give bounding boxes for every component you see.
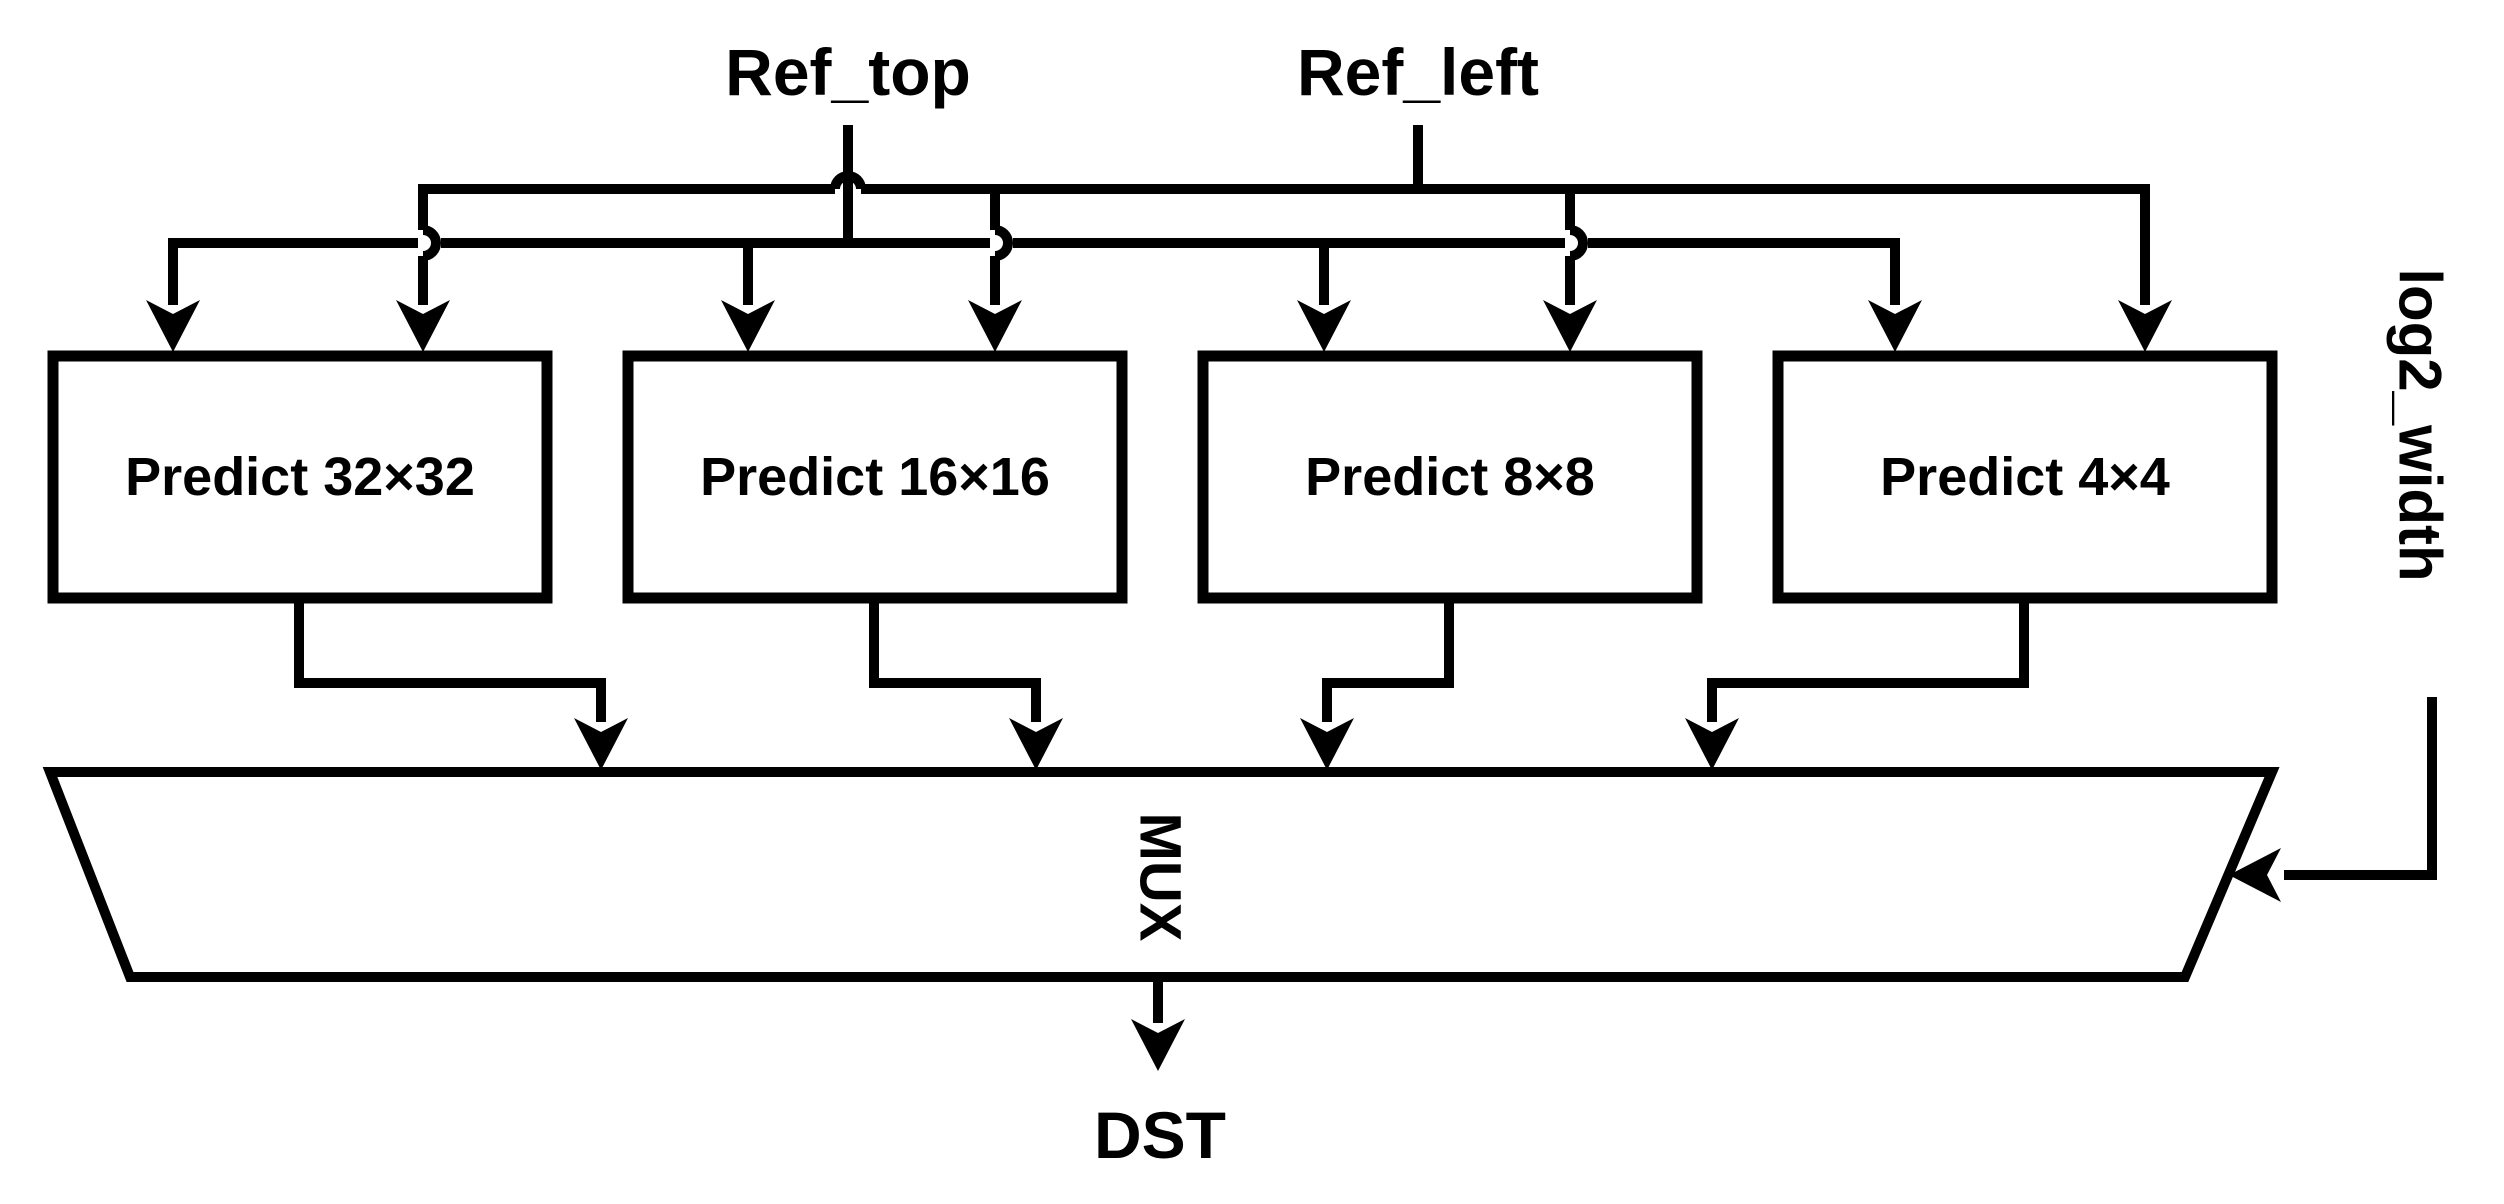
mux-label: MUX [1128,813,1193,942]
hop-arc-x1570 [1569,225,1588,261]
arrow-mux-input-4 [1685,718,1739,770]
arrow-into-block2-right [968,300,1022,352]
mux-shape [42,767,2280,982]
ref-left-label: Ref_left [1297,35,1539,109]
upper-bus-hop-arc [830,171,866,190]
arrow-into-block3-right [1543,300,1597,352]
arrow-into-block4-right [2118,300,2172,352]
arrow-mux-input-3 [1300,718,1354,770]
upper-bus-right [861,184,2150,305]
arrow-mux-input-2 [1009,718,1063,770]
predict-32x32-label: Predict 32×32 [125,447,475,507]
predict-32x32-block [47,350,553,604]
arrow-into-block1-right [396,300,450,352]
upper-bus-left [418,184,835,230]
dst-label: DST [1094,1098,1226,1172]
arrowheads [146,300,2281,1071]
arrow-into-block2-left [721,300,775,352]
predict-16x16-block [622,350,1128,604]
hop-arc-x995 [994,225,1013,261]
arrow-dst-output [1131,1019,1185,1071]
log2-width-wire [2284,697,2437,880]
block2-output-wire [869,596,1041,722]
block1-output-wire [294,596,606,722]
arrow-into-block4-left [1868,300,1922,352]
lower-bus-seg4 [1588,238,1900,305]
predict-16x16-label: Predict 16×16 [700,447,1050,507]
arrow-into-block1-left [146,300,200,352]
predict-blocks: Predict 32×32 Predict 16×16 Predict 8×8 … [47,350,2278,604]
block3-output-wire [1322,596,1454,722]
block4-output-wire [1707,596,2029,722]
predict-4x4-label: Predict 4×4 [1880,447,2170,507]
predict-8x8-block [1197,350,1703,604]
ref-top-label: Ref_top [725,35,971,109]
predict-8x8-label: Predict 8×8 [1305,447,1595,507]
log2-width-label: log2_width [2387,268,2454,581]
arrow-mux-select [2229,848,2281,902]
predict-4x4-block [1772,350,2278,604]
lower-bus-seg1 [168,238,418,305]
wires [168,125,2437,1023]
hop-arc-x423 [422,225,441,261]
arrow-mux-input-1 [574,718,628,770]
arrow-into-block3-left [1297,300,1351,352]
